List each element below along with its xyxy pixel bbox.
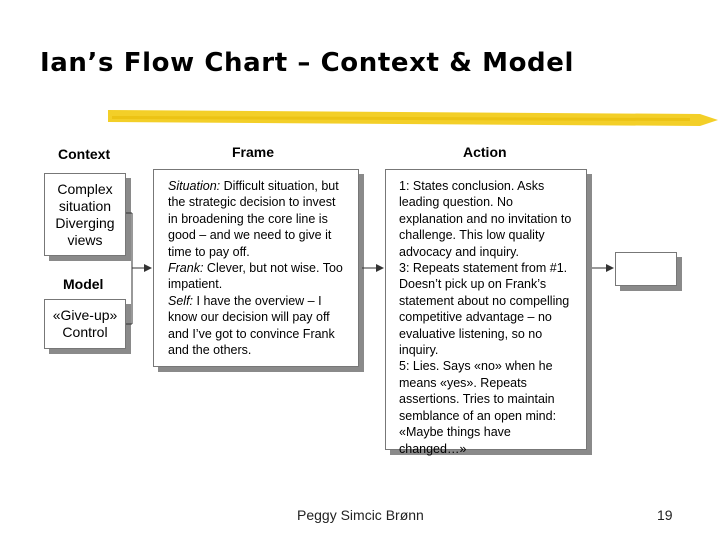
context-header: Context [58,146,111,162]
frame-box: Situation: Difficult situation, but the … [153,169,359,367]
situation-text: Difficult situation, but the strategic d… [168,179,339,259]
page-number: 19 [657,507,673,523]
frame-frank: Frank: Clever, but not wise. Too impatie… [168,260,348,293]
frame-situation: Situation: Difficult situation, but the … [168,178,348,260]
footer-author: Peggy Simcic Brønn [297,507,424,523]
action-header: Action [463,144,507,160]
frame-self: Self: I have the overview – I know our d… [168,293,348,359]
self-label: Self: [168,293,194,308]
model-box: «Give-up» Control [44,299,126,349]
context-box: Complex situation Diverging views [44,173,126,256]
frank-text: Clever, but not wise. Too impatient. [168,261,343,292]
model-header: Model [63,276,104,292]
action-step-5: 5: Lies. Says «no» when he means «yes». … [399,359,557,456]
situation-label: Situation: [168,179,221,193]
model-box-text: «Give-up» Control [52,307,118,340]
frame-header: Frame [232,144,275,160]
context-box-text: Complex situation Diverging views [55,180,115,248]
slide-title: Ian’s Flow Chart – Context & Model [40,48,575,78]
self-text: I have the overview – I know our decisio… [168,293,335,358]
action-step-3: 3: Repeats statement from #1. Doesn’t pi… [399,261,570,358]
action-step-1: 1: States conclusion. Asks leading quest… [399,179,572,259]
frank-label: Frank: [168,261,204,276]
action-box: 1: States conclusion. Asks leading quest… [385,169,587,456]
result-box [615,252,677,286]
